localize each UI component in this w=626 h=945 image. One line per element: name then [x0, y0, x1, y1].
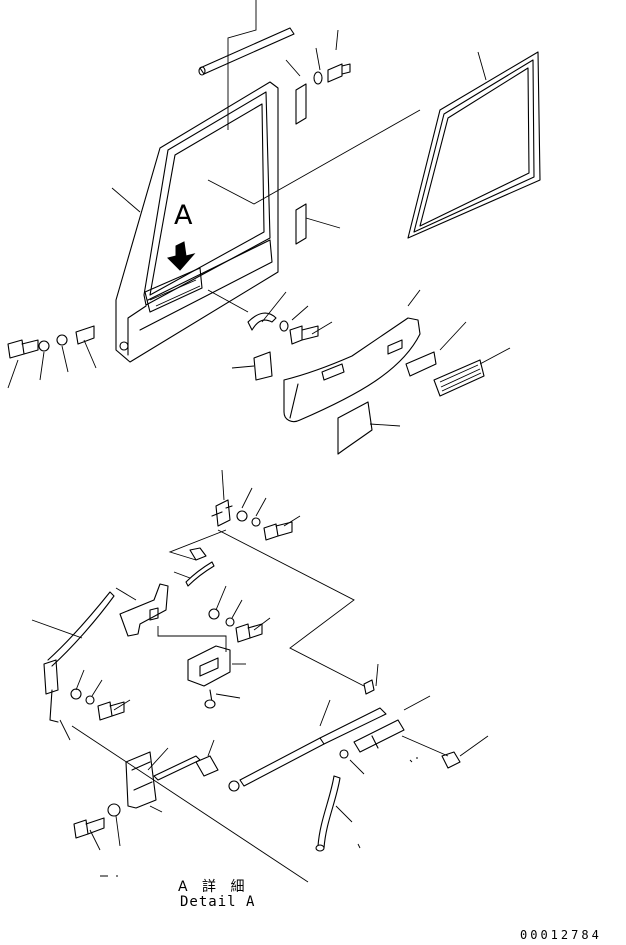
hinge-plate-lower: [295, 203, 307, 245]
rod-part: [198, 27, 295, 76]
small-washer-right: [339, 749, 349, 759]
handle-grip: [187, 645, 231, 687]
bolt-bottom: [73, 817, 105, 839]
latch-bracket-top: [211, 499, 233, 527]
pin-rod: [153, 755, 201, 781]
door-frame: [115, 81, 279, 363]
pad-square: [253, 351, 273, 381]
spring-clip: [185, 547, 215, 587]
bolt-top: [327, 63, 351, 83]
cover-panel: [337, 401, 373, 455]
nut-right: [441, 751, 461, 769]
detail-caption-english: Detail A: [180, 894, 256, 910]
detail-caption-japanese: A 詳 細: [178, 879, 250, 895]
washer-lower-3: [208, 608, 220, 620]
leader-lines-lower: [31, 469, 489, 883]
washer-lower-2: [251, 517, 261, 527]
hook-part: [247, 312, 277, 331]
label-plate: [405, 351, 437, 377]
window-seal: [407, 51, 541, 239]
down-arrow-icon: [167, 241, 196, 271]
link-rod: [43, 591, 115, 723]
latch-bracket-mid: [119, 583, 169, 637]
bracket-left: [75, 325, 95, 345]
bolt-lower-3: [97, 701, 125, 721]
bolt-left: [7, 339, 39, 359]
leader-lines-upper: [7, 0, 511, 427]
washer-lower-4: [225, 617, 235, 627]
bolt-mid: [289, 325, 319, 345]
washer-bottom: [107, 803, 121, 817]
washer-left-2: [56, 334, 68, 346]
grille-plate: [433, 359, 485, 397]
washer-mid: [279, 320, 289, 332]
washer-lower-5: [70, 688, 82, 700]
screw-small: [204, 689, 216, 709]
bolt-lower-2: [235, 623, 263, 643]
small-bracket: [195, 755, 219, 777]
view-callout-letter: A: [174, 200, 193, 231]
cable-end: [363, 679, 375, 695]
drawing-number: 00012784: [520, 928, 602, 942]
washer-left-1: [38, 340, 50, 352]
lock-plate: [125, 751, 157, 809]
bolt-lower-1: [263, 521, 293, 541]
washer-lower-1: [236, 510, 248, 522]
washer-top: [313, 71, 323, 85]
trim-panel: [283, 317, 421, 423]
cable-assembly: [239, 707, 405, 787]
hinge-plate-upper: [295, 83, 307, 125]
washer-lower-6: [85, 695, 95, 705]
nut-small: [228, 780, 240, 792]
cable-hose: [315, 775, 341, 852]
